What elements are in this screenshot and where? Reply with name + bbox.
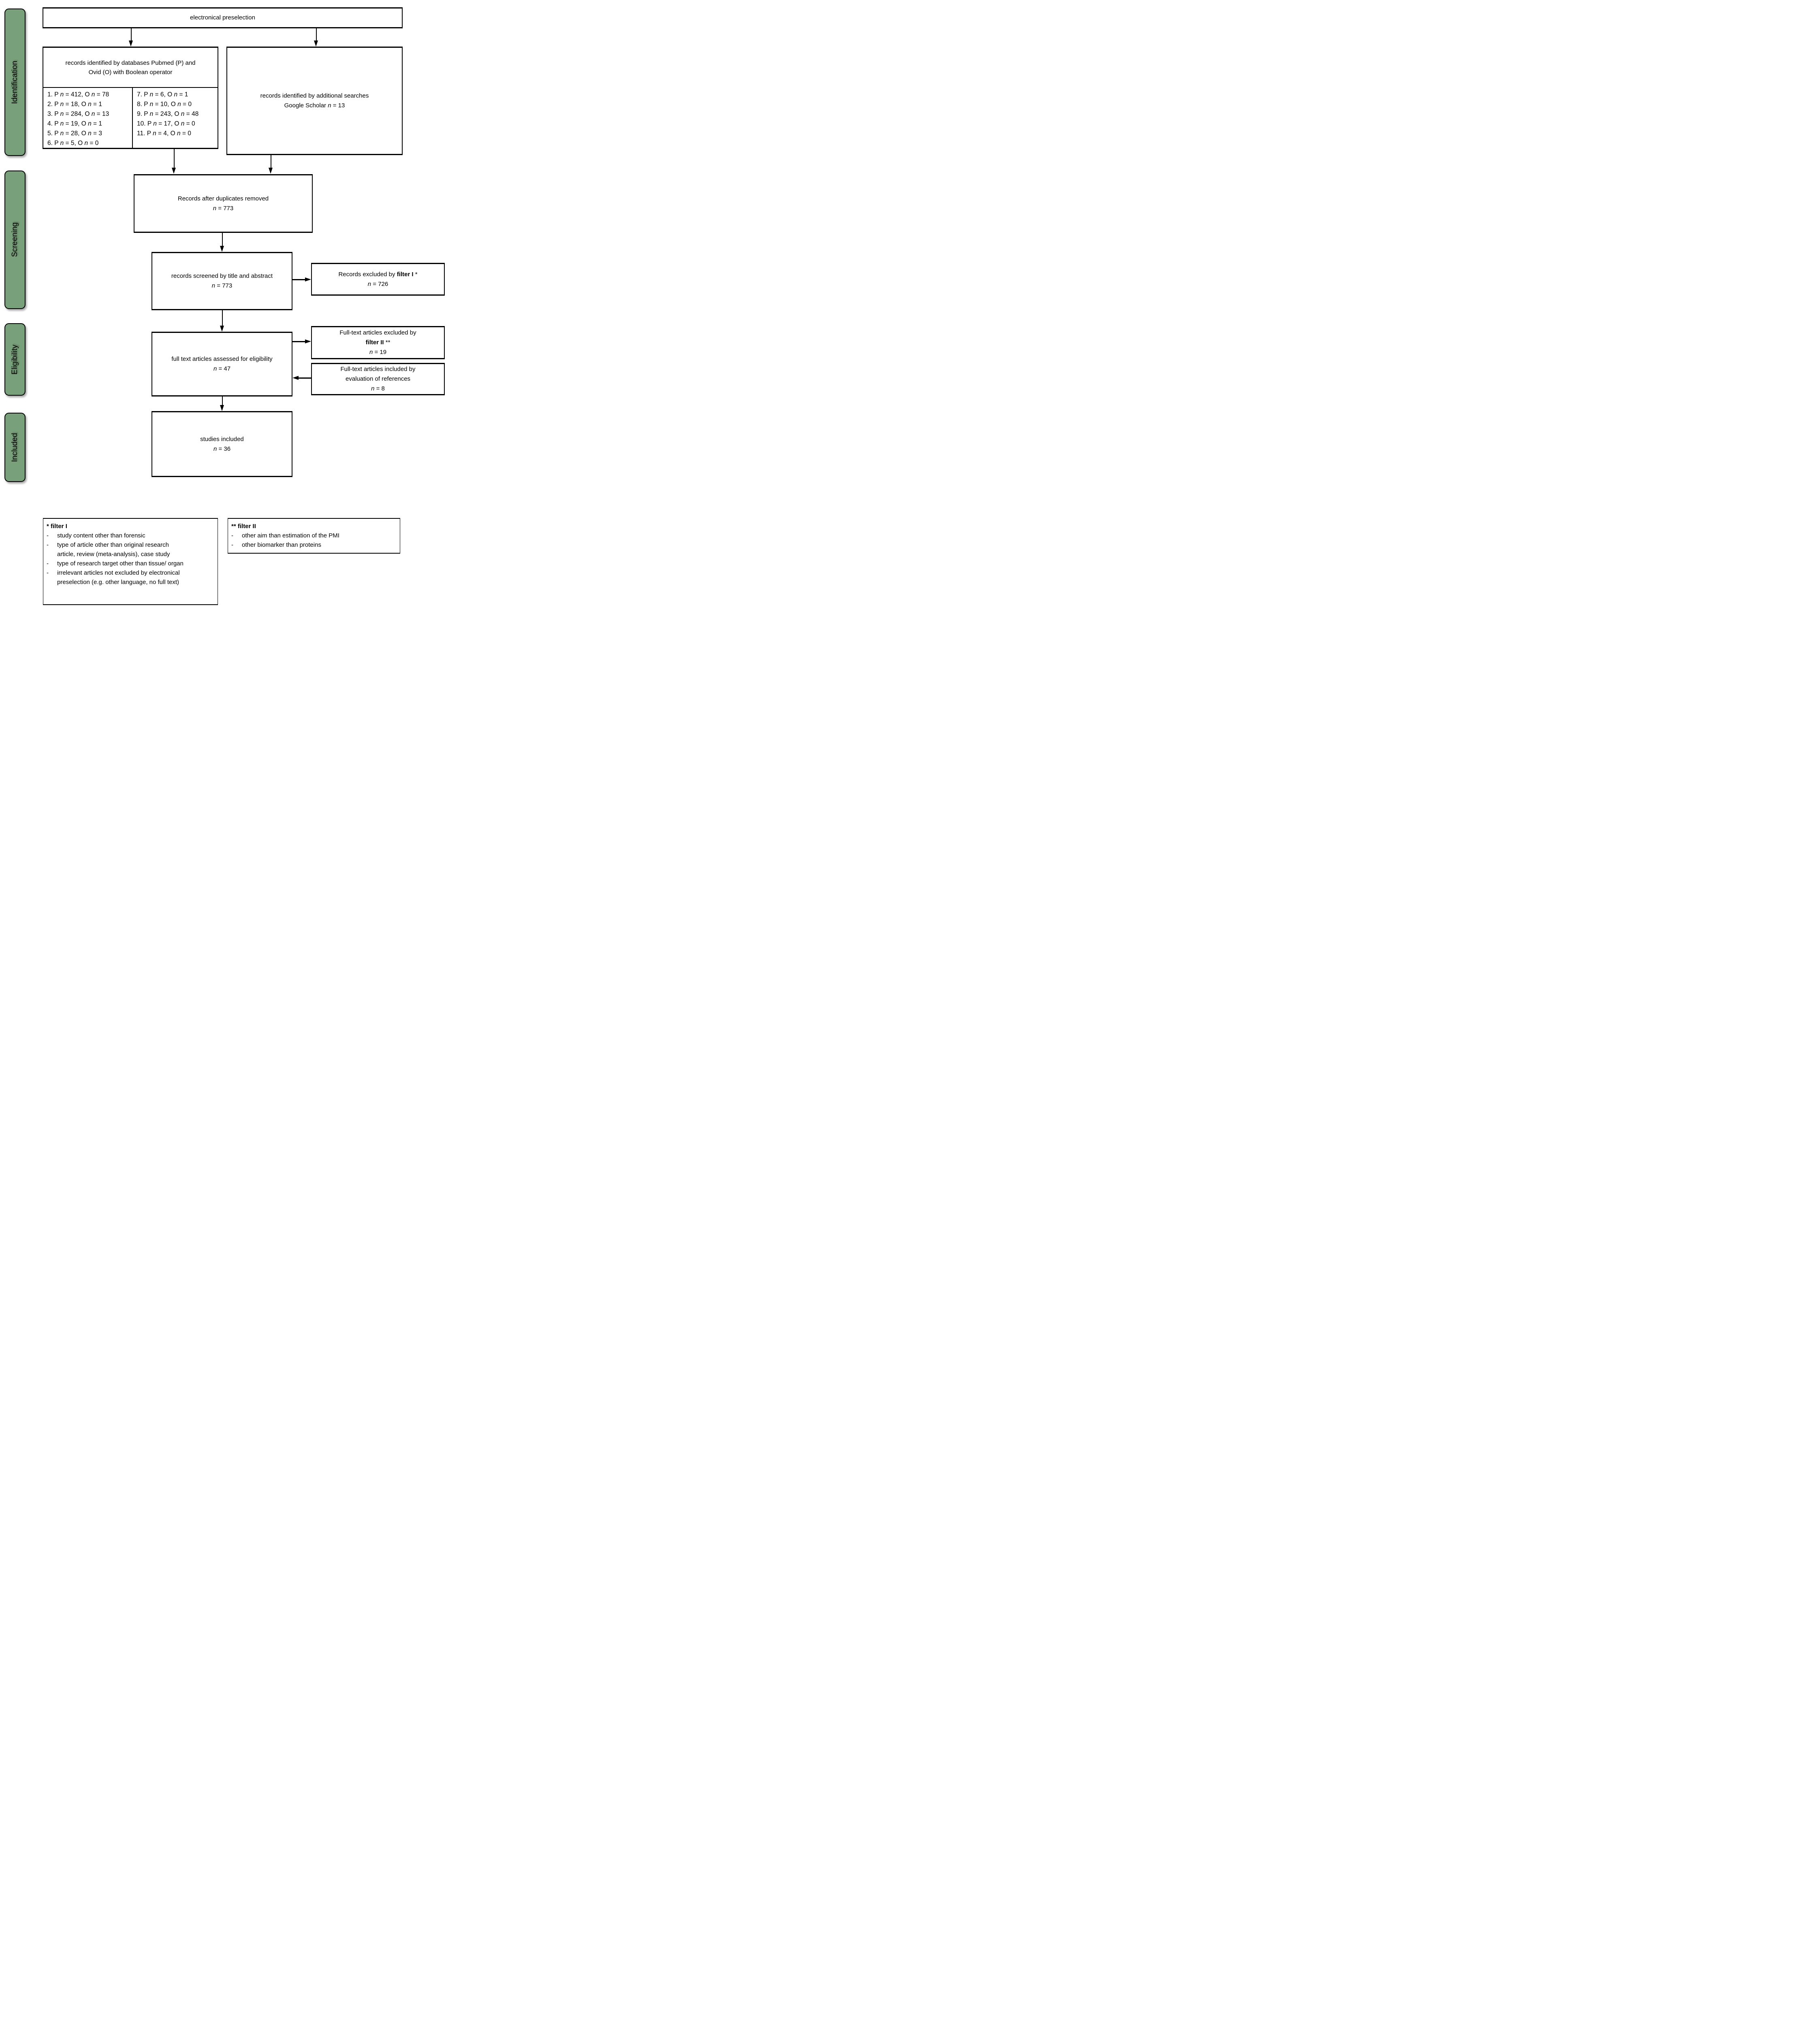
box-databases: records identified by databases Pubmed (… (43, 47, 218, 149)
stage-screening: Screening (4, 171, 26, 309)
box-eligibility-label: full text articles assessed for eligibil… (171, 356, 273, 362)
legend-filter2-title: ** filter II (231, 523, 256, 530)
box-additional-searches-line2: Google Scholar n = 13 (284, 102, 345, 109)
prisma-flow-diagram: Identification Screening Eligibility Inc… (0, 0, 455, 612)
stage-screening-label: Screening (11, 222, 19, 257)
arrow-head-duplicates-to-screened (220, 246, 224, 252)
arrow-line-top-to-databases (131, 28, 132, 41)
filter1-bold: filter I (397, 271, 414, 278)
db-item-7: 7. P n = 6, O n = 1 (137, 91, 188, 98)
arrow-head-top-to-additional (314, 40, 318, 47)
box-excluded-filter1-label: Records excluded by filter I * (338, 271, 418, 278)
legend-filter1-title: * filter I (47, 523, 67, 530)
arrow-head-screened-to-excluded1 (305, 277, 311, 281)
box-excluded-filter2-count: n = 19 (369, 349, 387, 356)
db-item-5: 5. P n = 28, O n = 3 (47, 130, 102, 137)
box-databases-column-right: 7. P n = 6, O n = 1 8. P n = 10, O n = 0… (132, 88, 218, 148)
box-screened-label: records screened by title and abstract (171, 273, 273, 279)
box-references-included-count: n = 8 (371, 385, 385, 392)
box-excluded-filter2: Full-text articles excluded by filter II… (311, 326, 445, 359)
box-duplicates-removed-label: Records after duplicates removed (177, 195, 269, 202)
box-screened-count: n = 773 (211, 282, 233, 289)
arrow-line-screened-to-excluded1 (292, 279, 306, 280)
arrow-head-databases-to-duplicates (172, 168, 176, 174)
arrow-line-duplicates-to-screened (222, 233, 223, 247)
legend-filter2-item-2: - other biomarker than proteins (231, 541, 321, 548)
box-studies-included-label: studies included (200, 435, 244, 443)
arrow-head-screened-to-eligibility (220, 326, 224, 332)
legend-filter1-item-4: - irrelevant articles not excluded by el… (47, 569, 180, 586)
filter2-bold: filter II (365, 339, 384, 346)
stage-included: Included (4, 413, 26, 482)
arrow-head-eligibility-to-included (220, 405, 224, 411)
box-excluded-filter2-line2: filter II ** (365, 339, 390, 346)
legend-filter1: * filter I - study content other than fo… (43, 518, 218, 605)
db-item-1: 1. P n = 412, O n = 78 (47, 91, 109, 98)
arrow-line-top-to-additional (316, 28, 317, 41)
box-eligibility: full text articles assessed for eligibil… (151, 332, 292, 396)
db-item-9: 9. P n = 243, O n = 48 (137, 111, 199, 117)
box-references-included-line1: Full-text articles included by (340, 366, 416, 373)
arrow-line-eligibility-to-excluded2 (292, 341, 306, 342)
arrow-head-references-to-eligibility (292, 376, 299, 380)
arrow-line-references-to-eligibility (299, 377, 311, 379)
box-databases-columns: 1. P n = 412, O n = 78 2. P n = 18, O n … (43, 88, 218, 148)
box-screened: records screened by title and abstract n… (151, 252, 292, 310)
box-duplicates-removed: Records after duplicates removed n = 773 (134, 174, 313, 233)
stage-eligibility-label: Eligibility (11, 344, 19, 375)
db-item-3: 3. P n = 284, O n = 13 (47, 111, 109, 117)
arrow-line-databases-to-duplicates (174, 149, 175, 168)
db-item-4: 4. P n = 19, O n = 1 (47, 120, 102, 127)
arrow-head-additional-to-duplicates (269, 168, 273, 174)
arrow-line-screened-to-eligibility (222, 310, 223, 326)
box-databases-header: records identified by databases Pubmed (… (43, 48, 218, 88)
box-additional-searches: records identified by additional searche… (226, 47, 403, 155)
arrow-line-eligibility-to-included (222, 396, 223, 406)
box-duplicates-removed-count: n = 773 (213, 205, 234, 212)
box-excluded-filter1: Records excluded by filter I * n = 726 (311, 263, 445, 296)
stage-identification: Identification (4, 9, 26, 156)
box-eligibility-count: n = 47 (213, 365, 231, 372)
stage-eligibility: Eligibility (4, 323, 26, 396)
legend-filter2: ** filter II - other aim than estimation… (228, 518, 400, 554)
box-studies-included: studies included n = 36 (151, 411, 292, 477)
legend-filter2-item-1: - other aim than estimation of the PMI (231, 532, 339, 539)
arrow-head-top-to-databases (129, 40, 133, 47)
box-databases-column-left: 1. P n = 412, O n = 78 2. P n = 18, O n … (43, 88, 132, 148)
box-electronic-preselection: electronical preselection (43, 7, 403, 28)
db-item-11: 11. P n = 4, O n = 0 (137, 130, 191, 137)
box-databases-header-text: records identified by databases Pubmed (… (65, 59, 196, 76)
box-references-included: Full-text articles included by evaluatio… (311, 363, 445, 395)
stage-included-label: Included (11, 433, 19, 462)
db-item-10: 10. P n = 17, O n = 0 (137, 120, 195, 127)
box-additional-searches-line1: records identified by additional searche… (260, 92, 369, 99)
legend-filter1-item-2: - type of article other than original re… (47, 541, 170, 558)
db-item-8: 8. P n = 10, O n = 0 (137, 101, 192, 108)
legend-filter1-item-1: - study content other than forensic (47, 532, 145, 539)
db-item-6: 6. P n = 5, O n = 0 (47, 140, 99, 147)
stage-identification-label: Identification (11, 60, 19, 104)
box-studies-included-count: n = 36 (213, 445, 231, 452)
box-references-included-line2: evaluation of references (345, 375, 411, 382)
box-electronic-preselection-label: electronical preselection (190, 14, 255, 21)
box-excluded-filter1-count: n = 726 (367, 280, 388, 288)
arrow-head-eligibility-to-excluded2 (305, 339, 311, 343)
db-item-2: 2. P n = 18, O n = 1 (47, 101, 102, 108)
legend-filter1-item-3: - type of research target other than tis… (47, 560, 183, 567)
box-excluded-filter2-line1: Full-text articles excluded by (339, 329, 416, 336)
